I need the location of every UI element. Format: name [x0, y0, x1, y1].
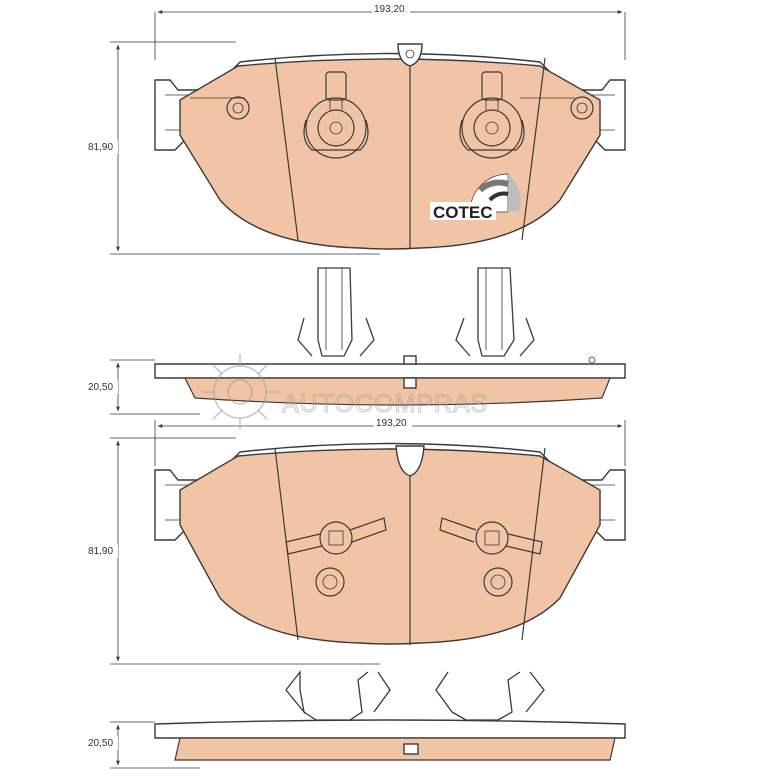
- dimension-annotations: 193,20 81,90 20,50 193,20 81,90 20,50: [84, 2, 626, 769]
- top-width-label: 193,20: [374, 4, 405, 15]
- top-friction-material: [179, 58, 601, 250]
- bottom-left-connector: [285, 517, 387, 597]
- watermark-gear-icon: [202, 354, 278, 430]
- bottom-center-notch: [395, 445, 425, 477]
- top-thickness-label: 20,50: [88, 382, 113, 393]
- bottom-friction-material: [179, 448, 601, 645]
- cotec-logo-text: COTEC: [433, 203, 493, 222]
- bottom-brake-pad: [154, 442, 626, 645]
- autocompras-watermark: AUTOCOMPRAS: [202, 354, 488, 430]
- top-retaining-clips: [297, 267, 535, 357]
- top-brake-pad: COTEC: [154, 43, 626, 250]
- bottom-retaining-clips: [285, 670, 545, 721]
- watermark-text: AUTOCOMPRAS: [282, 390, 488, 418]
- top-center-notch: [397, 43, 423, 67]
- bottom-width-label: 193,20: [376, 418, 407, 429]
- bottom-thickness-label: 20,50: [88, 738, 113, 749]
- bottom-height-label: 81,90: [88, 546, 113, 557]
- top-side-view: [154, 355, 626, 406]
- top-left-connector: [303, 71, 369, 159]
- bottom-right-connector: [439, 517, 543, 597]
- top-right-connector: [459, 71, 525, 159]
- top-height-label: 81,90: [88, 142, 113, 153]
- cotec-logo: COTEC: [430, 173, 521, 222]
- bottom-side-view: [154, 719, 626, 761]
